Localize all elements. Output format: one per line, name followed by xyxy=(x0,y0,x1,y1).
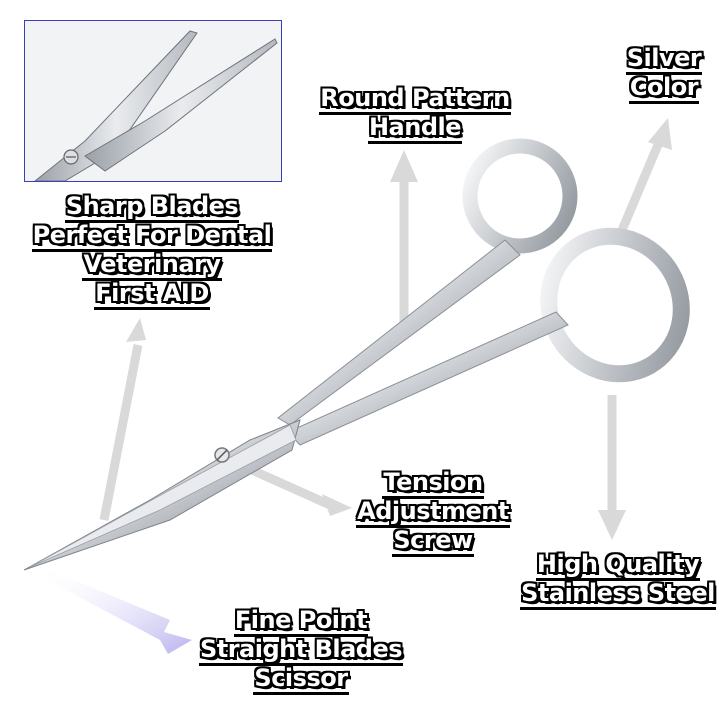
arrow-silver xyxy=(615,138,665,237)
callout-line: Screw xyxy=(354,525,512,557)
callout-line: Veterinary xyxy=(6,249,298,281)
blade-closeup-inset xyxy=(24,20,282,182)
scissors xyxy=(23,138,690,571)
callout-text: Scissor xyxy=(253,663,349,695)
arrow-sharp-blades-head xyxy=(126,318,146,342)
arrow-fine-point xyxy=(36,566,192,654)
callout-text: Fine Point xyxy=(233,605,368,637)
callout-line: Adjustment xyxy=(354,496,512,528)
callout-sharp-blades: Sharp Blades Perfect For Dental Veterina… xyxy=(6,191,298,310)
callout-line: Handle xyxy=(300,112,530,144)
callout-text: Silver xyxy=(625,43,702,75)
callout-line: Perfect For Dental xyxy=(6,220,298,252)
callout-text: High Quality xyxy=(535,549,700,581)
callout-text: Perfect For Dental xyxy=(31,220,272,252)
callout-text: First AID xyxy=(94,278,210,310)
arrows xyxy=(36,118,672,654)
callout-line: Sharp Blades xyxy=(6,191,298,223)
callout-line: Stainless Steel xyxy=(518,578,718,610)
callout-text: Straight Blades xyxy=(198,634,403,666)
callout-text: Color xyxy=(628,72,699,104)
callout-line: Silver xyxy=(616,43,712,75)
callout-line: Scissor xyxy=(196,663,406,695)
callout-round-handle: Round Pattern Handle xyxy=(300,83,530,144)
callout-line: Tension xyxy=(354,467,512,499)
arrow-sharp-blades xyxy=(99,344,143,521)
arrow-round-handle-head xyxy=(390,150,418,182)
callout-text: Tension xyxy=(382,467,484,499)
callout-tension-screw: Tension Adjustment Screw xyxy=(354,467,512,557)
arrow-tension-head xyxy=(322,494,352,516)
callout-text: Handle xyxy=(367,112,462,144)
callout-line: Round Pattern xyxy=(300,83,530,115)
arrow-silver-head xyxy=(648,118,672,150)
callout-fine-point: Fine Point Straight Blades Scissor xyxy=(196,605,406,695)
callout-line: High Quality xyxy=(518,549,718,581)
arrow-tension xyxy=(250,465,332,510)
arrow-high-quality-head xyxy=(598,510,626,540)
callout-text: Stainless Steel xyxy=(520,578,716,610)
callout-text: Adjustment xyxy=(356,496,510,528)
blade-closeup-image xyxy=(25,21,281,181)
callout-high-quality: High Quality Stainless Steel xyxy=(518,549,718,610)
callout-text: Sharp Blades xyxy=(64,191,239,223)
callout-silver-color: Silver Color xyxy=(616,43,712,104)
callout-line: Fine Point xyxy=(196,605,406,637)
callout-text: Screw xyxy=(392,525,474,557)
callout-line: Color xyxy=(616,72,712,104)
callout-line: First AID xyxy=(6,278,298,310)
callout-line: Straight Blades xyxy=(196,634,406,666)
callout-text: Round Pattern xyxy=(319,83,511,115)
callout-text: Veterinary xyxy=(82,249,222,281)
